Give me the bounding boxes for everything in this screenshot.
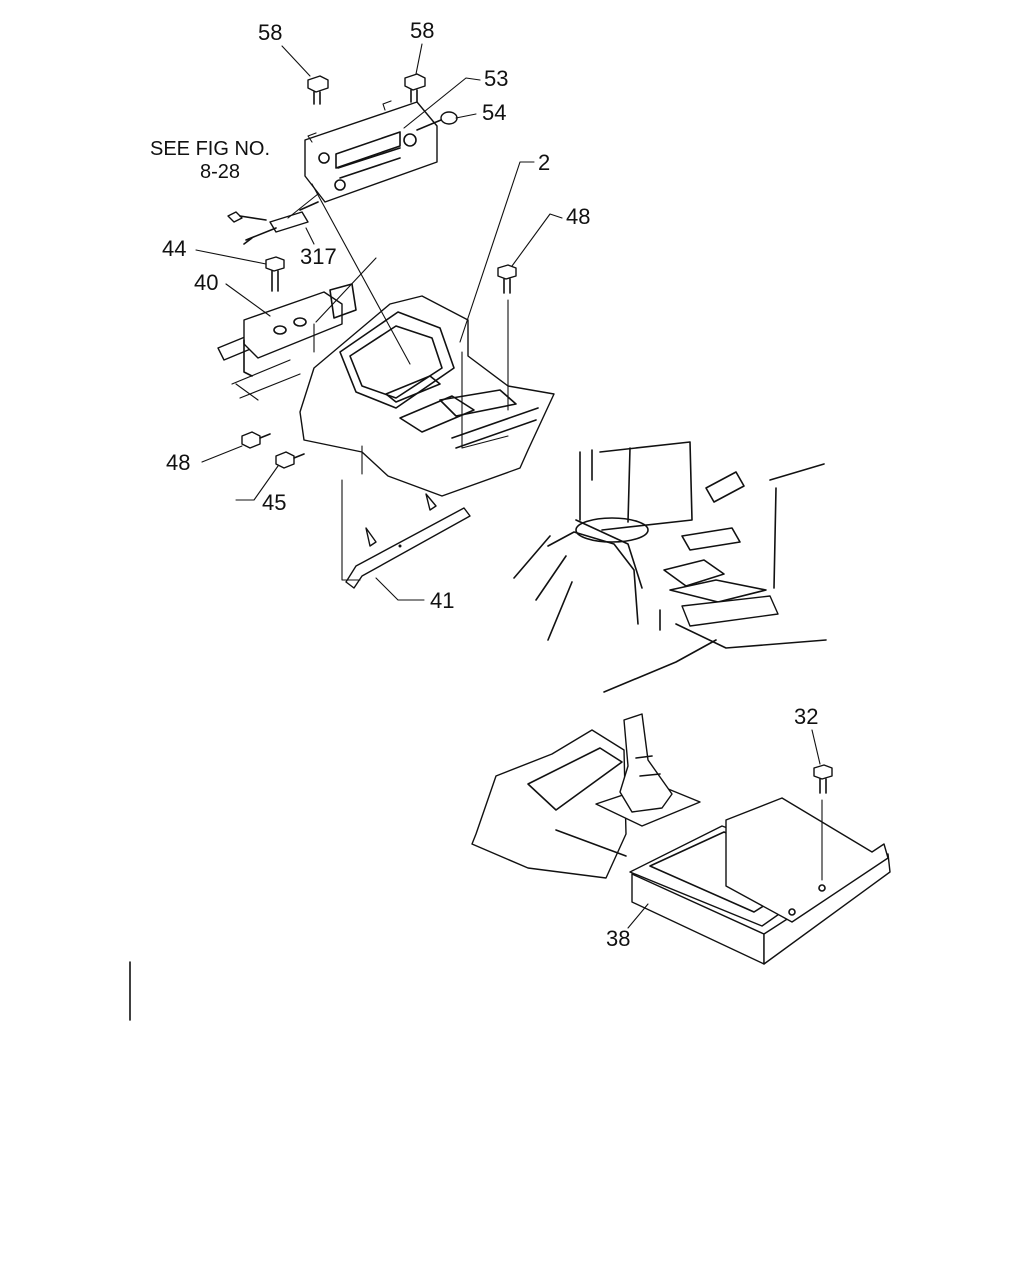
label-45: 45 [262,490,286,515]
screw-58-right [404,73,426,103]
leader-lines-top [231,183,509,581]
label-44: 44 [162,236,186,261]
screw-45 [275,451,305,469]
shifter-console-assembly [471,713,701,879]
label-40: 40 [194,270,218,295]
bracket-317 [227,201,319,245]
label-48-right: 48 [566,204,590,229]
label-58-right: 58 [410,18,434,43]
vehicle-interior-view [513,441,827,693]
label-48-left: 48 [166,450,190,475]
screw-48-left [241,431,271,449]
label-41: 41 [430,588,454,613]
label-54: 54 [482,100,506,125]
label-see-fig-2: 8-28 [200,161,240,183]
center-console-2 [299,295,555,497]
control-panel-53 [304,100,438,203]
label-see-fig-1: SEE FIG NO. [150,138,270,160]
storage-box-38 [629,797,891,965]
label-58-left: 58 [258,20,282,45]
label-32: 32 [794,704,818,729]
trim-panel-41 [345,493,471,589]
bracket-40 [217,283,357,377]
label-53: 53 [484,66,508,91]
screw-44 [265,256,285,292]
screw-32 [813,764,833,881]
label-38: 38 [606,926,630,951]
screw-58-left [307,75,329,105]
screw-48-right [497,264,517,411]
part-labels: 58 58 53 54 SEE FIG NO. 8-28 2 48 44 317… [150,18,821,951]
label-317: 317 [300,244,337,269]
label-2: 2 [538,150,550,175]
